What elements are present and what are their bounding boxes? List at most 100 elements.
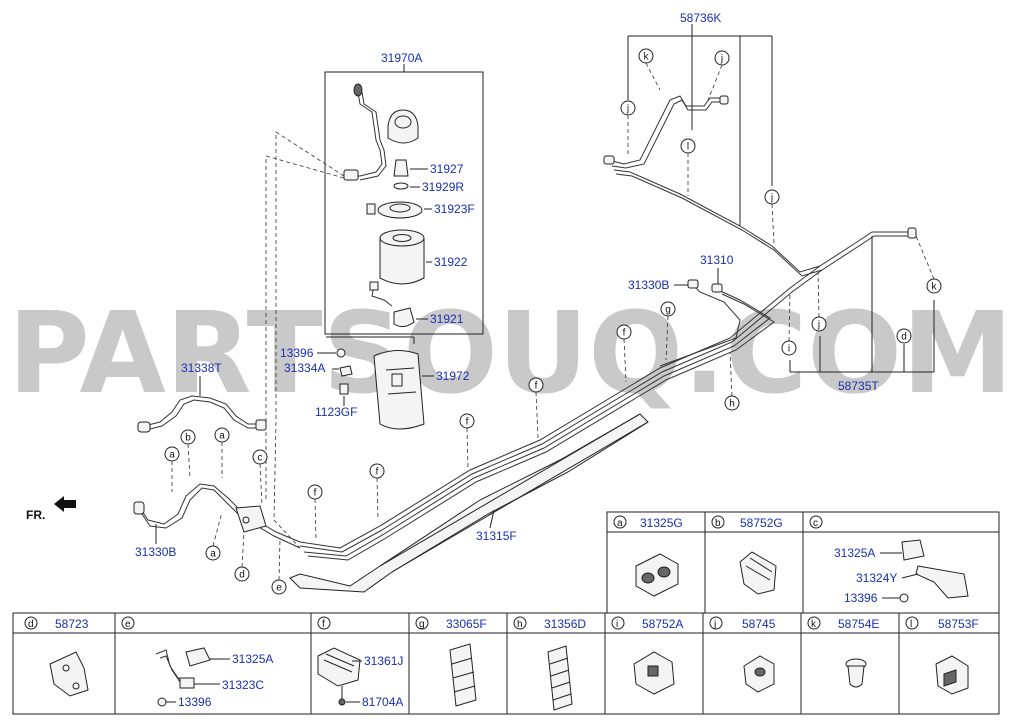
- legend-letter-i: i: [616, 619, 618, 630]
- legend-cell-k[interactable]: k 58754E: [807, 616, 879, 688]
- legend-bottom-table: [12, 612, 1000, 715]
- callout-letter-d: d: [239, 570, 245, 581]
- callout-circle-g[interactable]: [660, 301, 676, 317]
- callout-circle-h[interactable]: [724, 395, 740, 411]
- label-bolt[interactable]: 1123GF: [315, 405, 357, 419]
- legend-letter-h: h: [517, 619, 523, 630]
- legend-cell-g[interactable]: g 33065F: [415, 616, 487, 707]
- legend-cell-j[interactable]: j 58745: [709, 616, 776, 693]
- callout-circle-a[interactable]: [214, 427, 230, 443]
- callout-circle-j[interactable]: [811, 316, 827, 332]
- legend-part-e2: 31323C: [222, 678, 264, 692]
- label-connector[interactable]: 31927: [430, 162, 464, 176]
- legend-cell-i[interactable]: i 58752A: [611, 616, 683, 695]
- callout-circle-f[interactable]: [459, 413, 475, 429]
- legend-cell-f[interactable]: f 31361J 81704A: [317, 616, 403, 709]
- legend-part-g: 33065F: [446, 617, 487, 631]
- callout-circle-f[interactable]: [369, 463, 385, 479]
- callout-circle-b[interactable]: [180, 429, 196, 445]
- callout-leader: [771, 203, 775, 245]
- legend-part-e3: 13396: [178, 695, 212, 709]
- direction-label: FR.: [26, 508, 45, 522]
- square-clip-icon: [633, 651, 675, 695]
- callout-leader: [259, 463, 263, 507]
- legend-letter-k: k: [811, 619, 817, 630]
- legend-part-a: 31325G: [640, 516, 683, 530]
- callout-circle-l[interactable]: [680, 138, 696, 154]
- legend-letter-d: d: [28, 619, 34, 630]
- callout-letter-c: c: [258, 453, 263, 464]
- callout-circle-e[interactable]: [271, 579, 287, 595]
- label-cap[interactable]: 31923F: [434, 202, 475, 216]
- label-bracket-bolt[interactable]: 13396: [280, 346, 314, 360]
- label-rear-tube[interactable]: 58736K: [680, 11, 721, 25]
- callout-leader: [278, 539, 281, 581]
- callout-leader: [645, 62, 661, 91]
- legend-cell-l[interactable]: l 58753F: [905, 616, 979, 695]
- callout-leader: [241, 531, 245, 568]
- label-hose-upper[interactable]: 31338T: [181, 361, 222, 375]
- callout-circle-j[interactable]: [714, 50, 730, 66]
- legend-cell-b[interactable]: b 58752G: [711, 515, 783, 595]
- legend-part-j: 58745: [742, 617, 776, 631]
- callout-letter-d: d: [901, 332, 907, 343]
- callout-circle-d[interactable]: [234, 566, 250, 582]
- label-hose-lower[interactable]: 31330B: [135, 545, 176, 559]
- callout-circle-d[interactable]: [896, 328, 912, 344]
- callout-circle-j[interactable]: [620, 100, 636, 116]
- callout-circle-a[interactable]: [205, 545, 221, 561]
- clip-block-icon: [635, 553, 679, 597]
- label-tube-end[interactable]: 31330B: [628, 278, 669, 292]
- legend-letter-l: l: [910, 619, 912, 630]
- callout-letter-f: f: [376, 467, 379, 478]
- callout-circle-k[interactable]: [926, 278, 942, 294]
- legend-part-i: 58752A: [642, 617, 683, 631]
- watermark: PARTSOUQ.COM: [8, 289, 1013, 419]
- legend-letter-e: e: [125, 619, 131, 630]
- hose-clip-set-icon: [155, 647, 230, 707]
- legend-letter-g: g: [419, 619, 425, 630]
- callout-circle-i[interactable]: [781, 340, 797, 356]
- bracket-set-icon: [880, 539, 969, 603]
- callout-letter-f: f: [314, 488, 317, 499]
- legend-cell-e[interactable]: e 31325A 31323C 13396: [121, 616, 273, 709]
- legend-cell-c[interactable]: c 31325A 31324Y 13396: [809, 515, 969, 605]
- callout-circle-k[interactable]: [638, 48, 654, 64]
- legend-part-c3: 13396: [844, 591, 878, 605]
- front-arrow-icon: [54, 496, 76, 512]
- mount-plate-icon: [49, 651, 89, 697]
- label-bracket-nut[interactable]: 31334A: [284, 361, 325, 375]
- front-direction-indicator: FR.: [26, 496, 76, 522]
- callout-circle-j[interactable]: [764, 189, 780, 205]
- callout-letter-l: l: [687, 142, 689, 153]
- label-protector[interactable]: 31315F: [476, 529, 517, 543]
- label-tube-assy[interactable]: 31310: [700, 253, 734, 267]
- callout-leader: [707, 64, 723, 101]
- legend-letter-c: c: [813, 518, 818, 529]
- callout-leader: [729, 351, 733, 397]
- legend-part-d: 58723: [55, 617, 89, 631]
- label-bracket[interactable]: 31972: [436, 369, 470, 383]
- legend-part-b: 58752G: [740, 516, 783, 530]
- callout-letter-k: k: [932, 282, 938, 293]
- callout-circle-f[interactable]: [307, 484, 323, 500]
- legend-letter-f: f: [322, 619, 325, 630]
- triple-clip-icon: [449, 643, 477, 707]
- callout-circle-f[interactable]: [616, 324, 632, 340]
- label-filter[interactable]: 31922: [434, 255, 468, 269]
- legend-cell-d[interactable]: d 58723: [24, 616, 89, 697]
- callout-letter-f: f: [466, 417, 469, 428]
- callout-circle-f[interactable]: [528, 377, 544, 393]
- callout-circle-a[interactable]: [164, 446, 180, 462]
- legend-cell-h[interactable]: h 31356D: [513, 616, 586, 711]
- label-sensor[interactable]: 31921: [430, 312, 464, 326]
- label-oring[interactable]: 31929R: [422, 180, 464, 194]
- callout-letter-j: j: [817, 320, 820, 331]
- label-rear-tube2[interactable]: 58735T: [838, 379, 879, 393]
- legend-cell-a[interactable]: a 31325G: [613, 515, 683, 597]
- callout-circle-c[interactable]: [252, 449, 268, 465]
- callout-letter-a: a: [169, 450, 175, 461]
- label-filter-assy[interactable]: 31970A: [381, 51, 422, 65]
